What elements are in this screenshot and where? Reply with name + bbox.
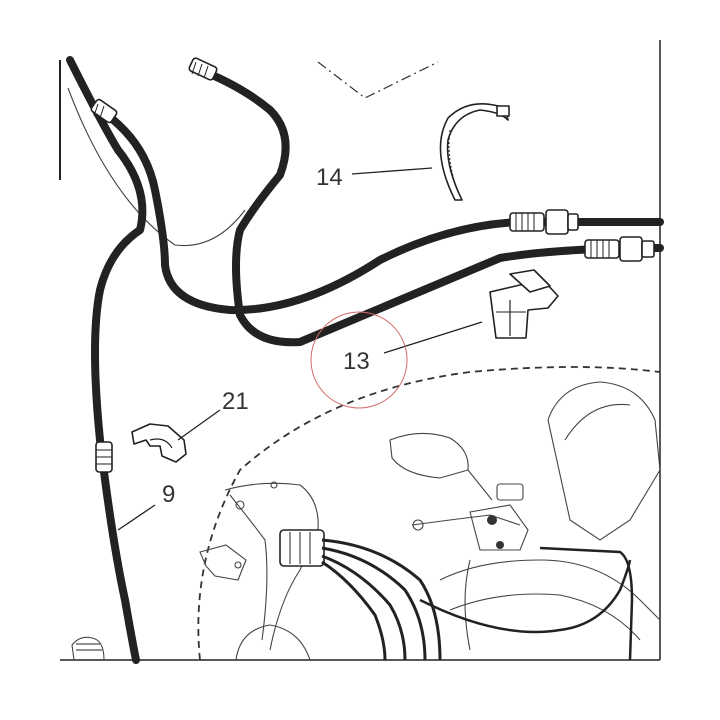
part-21-small-clip (131, 423, 187, 463)
motorcycle-detail-sketch (71, 381, 661, 661)
diagram-frame (59, 40, 661, 661)
callout-leaders (117, 167, 483, 531)
callout-9: 9 (162, 481, 175, 508)
detail-boundary-dashed (197, 366, 661, 661)
callout-13: 13 (343, 348, 370, 375)
hose-upper (191, 64, 664, 347)
reference-centerline (317, 61, 439, 99)
hose-fitting-9 (95, 441, 113, 473)
callout-14: 14 (316, 164, 343, 191)
part-13-hose-clip (489, 269, 559, 339)
part-14-clamp-strap (439, 102, 510, 201)
callout-13-highlight-ring (310, 311, 408, 409)
hose-fitting-left (90, 98, 118, 124)
hose-9 (66, 56, 147, 664)
hose-middle (96, 106, 664, 315)
callout-21: 21 (222, 388, 249, 415)
hose-fitting-top (188, 57, 218, 81)
hose-fitting-right-lower (584, 236, 655, 262)
hose-fitting-right-upper (509, 209, 579, 235)
